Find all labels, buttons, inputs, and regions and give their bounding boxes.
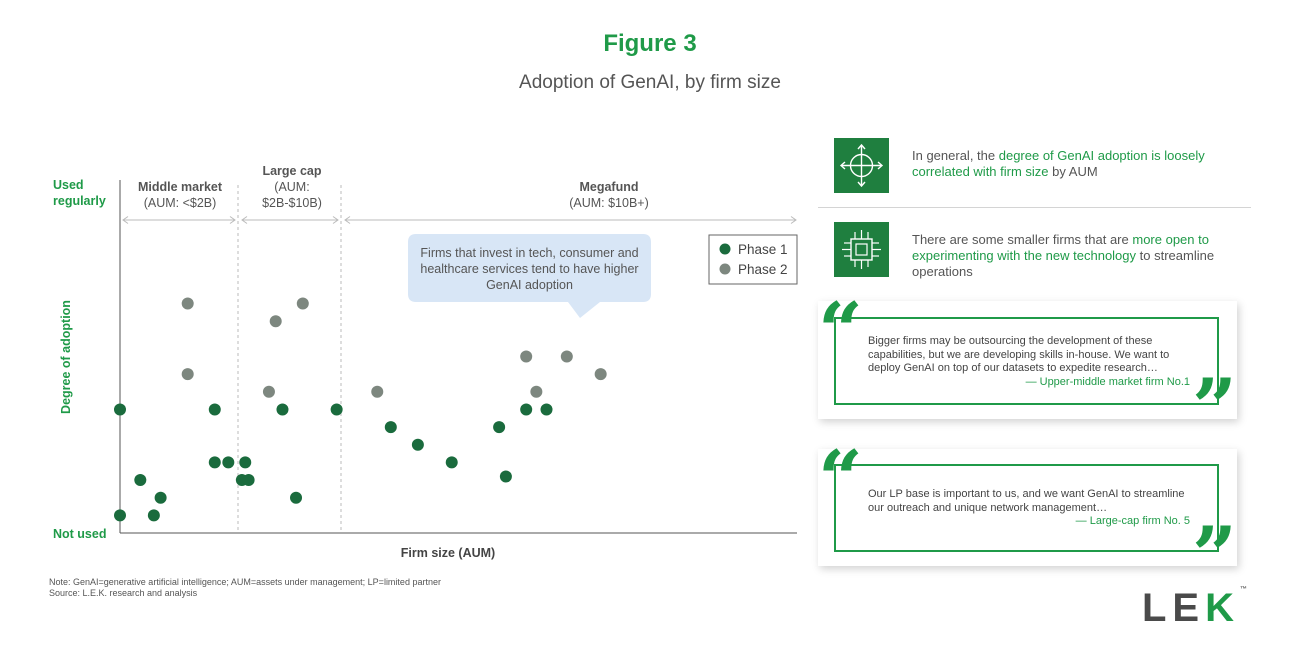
segment-label: Megafund [579,180,638,194]
phase-1-point [493,421,506,434]
callout-bubble [408,234,651,318]
footnotes: Note: GenAI=generative artificial intell… [49,577,441,599]
phase-1-point [154,491,167,504]
segment-range: (AUM: $10B+) [569,196,649,210]
circuit-chip-icon [834,222,889,277]
legend-marker [719,263,731,275]
phase-2-point [594,368,607,381]
y-bottom-label: Not used [53,527,106,541]
bracket-arrow-left [344,216,351,224]
phase-1-point [242,474,255,487]
phase-1-point [208,456,221,469]
phase-2-point [181,368,194,381]
bracket-arrow-left [241,216,248,224]
lek-logo: LEK™ [1142,586,1248,630]
phase-2-point [530,385,543,398]
insight-text: In general, the degree of GenAI adoption… [912,148,1205,179]
phase-2-point [269,315,282,328]
phase-1-point [239,456,252,469]
close-quote-icon: ” [1192,510,1237,601]
quote-text: Bigger firms may be outsourcing the deve… [868,335,1190,388]
quote-attribution: — Large-cap firm No. 5 [1075,515,1190,527]
legend-label: Phase 1 [738,242,788,257]
segment-range: (AUM: <$2B) [144,196,217,210]
target-arrows-icon [834,138,889,193]
note-text: Note: GenAI=generative artificial intell… [49,577,441,587]
scatter-chart: Middle market (AUM: <$2B) Large cap (AUM: $2… [53,164,798,560]
phase-1-point [114,403,126,416]
open-quote-icon: “ [818,434,863,525]
phase-1-point [290,491,303,504]
bracket-arrow-left [122,216,129,224]
legend-marker [719,243,731,255]
y-top-label: Used [53,178,84,192]
phase-1-point [222,456,235,469]
quote-card-1: “ ” Bigger firms may be outsourcing the … [818,293,1237,447]
callout-text: Firms that invest in tech, consumer and [420,246,638,260]
bracket-arrow-right [332,216,339,224]
insight-1: In general, the degree of GenAI adoption… [834,138,1254,194]
close-quote-icon: ” [1192,362,1237,453]
source-text: Source: L.E.K. research and analysis [49,588,198,598]
phase-2-point [262,385,275,398]
x-axis-title: Firm size (AUM) [401,546,495,560]
figure-subtitle: Adoption of GenAI, by firm size [519,72,781,93]
phase-1-point [520,403,533,416]
segment-label: Middle market [138,180,223,194]
legend-label: Phase 2 [738,262,788,277]
callout-text: GenAI adoption [486,278,573,292]
phase-1-point [499,470,512,483]
phase-2-point [520,350,533,363]
phase-1-point [134,474,147,487]
legend-box [708,234,798,285]
phase-1-point [114,509,126,522]
figure-title: Figure 3 [603,30,697,57]
phase-1-point [208,403,221,416]
quote-frame [834,317,1219,405]
quote-text: Our LP base is important to us, and we w… [868,488,1190,527]
phase-1-point [330,403,343,416]
phase-1-point [384,421,397,434]
segment-range: (AUM: [274,180,309,194]
phase-2-point [181,297,194,310]
callout-text: healthcare services tend to have higher [420,262,638,276]
insight-text: There are some smaller firms that are mo… [912,232,1215,279]
phase-1-point [411,438,424,451]
bracket-arrow-right [229,216,236,224]
segment-range: $2B-$10B) [262,196,322,210]
phase-1-point [276,403,289,416]
phase-1-point [540,403,553,416]
divider [818,207,1251,208]
quote-attribution: — Upper-middle market firm No.1 [1025,375,1190,388]
y-axis-title: Degree of adoption [59,300,73,414]
y-top-label: regularly [53,194,106,208]
open-quote-icon: “ [818,286,863,377]
phase-2-point [371,385,384,398]
phase-2-point [560,350,573,363]
bracket-arrow-right [790,216,797,224]
phase-2-point [296,297,309,310]
phase-1-point [445,456,458,469]
segment-label: Large cap [262,164,321,178]
insight-2: There are some smaller firms that are mo… [834,222,1254,279]
phase-1-point [147,509,160,522]
quote-frame [834,464,1219,552]
quote-card-2: “ ” Our LP base is important to us, and … [818,441,1237,595]
